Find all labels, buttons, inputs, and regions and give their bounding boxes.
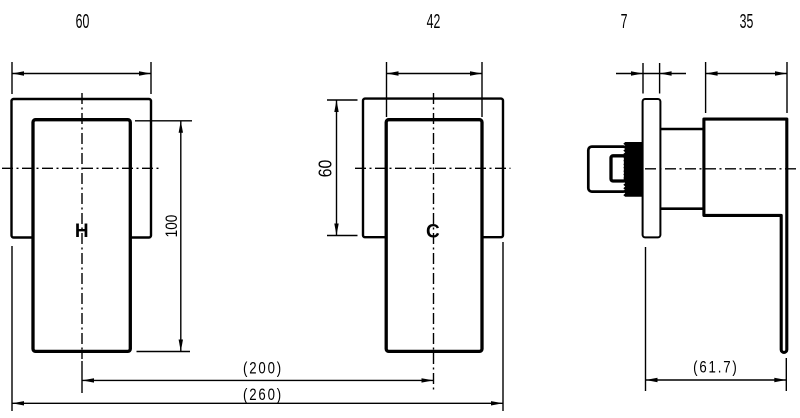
- svg-text:(260): (260): [243, 386, 283, 405]
- svg-text:H: H: [75, 221, 89, 242]
- svg-text:60: 60: [314, 160, 336, 177]
- svg-text:35: 35: [740, 10, 754, 33]
- svg-text:7: 7: [621, 10, 628, 33]
- svg-text:100: 100: [162, 215, 181, 238]
- svg-text:C: C: [426, 222, 440, 243]
- svg-text:(200): (200): [243, 359, 283, 378]
- svg-text:(61.7): (61.7): [693, 358, 739, 377]
- svg-text:42: 42: [427, 10, 441, 33]
- svg-text:60: 60: [76, 10, 90, 33]
